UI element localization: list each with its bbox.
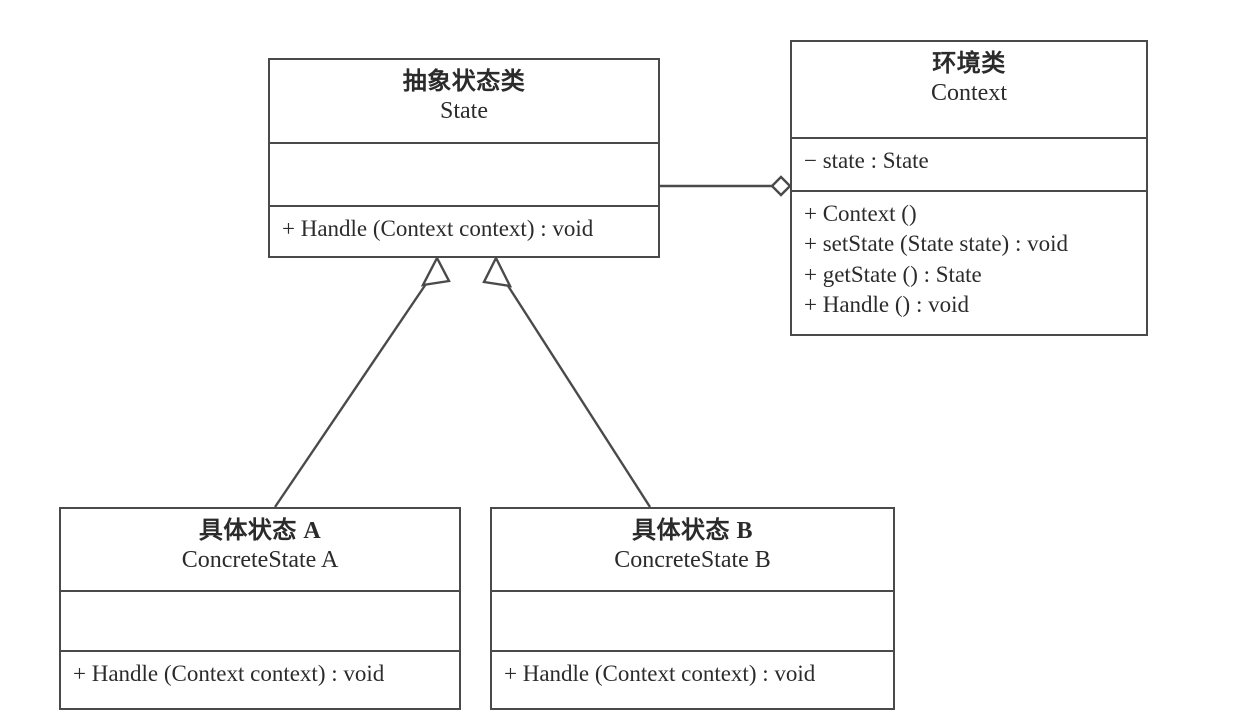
method-item: + Handle () : void	[804, 292, 969, 318]
class-box-context[interactable]: 环境类 Context − state : State + Context ()…	[790, 40, 1148, 336]
method-item: + setState (State state) : void	[804, 231, 1068, 257]
class-methods-concrete-state-a: + Handle (Context context) : void	[61, 650, 459, 708]
class-name-cn: 具体状态 B	[631, 518, 753, 544]
class-header-concrete-state-b: 具体状态 B ConcreteState B	[492, 509, 893, 590]
class-name-cn: 具体状态 A	[198, 518, 322, 544]
hollow-diamond-icon	[770, 175, 792, 197]
class-methods-state: + Handle (Context context) : void	[270, 205, 658, 260]
class-name-cn: 抽象状态类	[402, 69, 526, 95]
class-header-state: 抽象状态类 State	[270, 60, 658, 142]
class-attributes-concrete-state-a	[61, 590, 459, 650]
class-attributes-concrete-state-b	[492, 590, 893, 650]
class-box-state[interactable]: 抽象状态类 State + Handle (Context context) :…	[268, 58, 660, 258]
attribute-item: − state : State	[804, 148, 929, 173]
class-name-cn: 环境类	[932, 51, 1006, 77]
method-item: + getState () : State	[804, 261, 982, 287]
class-box-concrete-state-a[interactable]: 具体状态 A ConcreteState A + Handle (Context…	[59, 507, 461, 710]
method-item: + Handle (Context context) : void	[504, 661, 816, 686]
class-header-concrete-state-a: 具体状态 A ConcreteState A	[61, 509, 459, 590]
method-item: + Handle (Context context) : void	[73, 661, 385, 686]
method-item: + Context ()	[804, 201, 917, 226]
method-item: + Handle (Context context) : void	[282, 216, 594, 241]
class-methods-context: + Context () + setState (State state) : …	[792, 190, 1146, 338]
class-methods-concrete-state-b: + Handle (Context context) : void	[492, 650, 893, 708]
hollow-triangle-icon	[482, 255, 513, 288]
generalization-edge-concretestate-a	[274, 255, 451, 508]
class-attributes-state	[270, 142, 658, 205]
class-name-en: ConcreteState B	[614, 547, 771, 574]
class-box-concrete-state-b[interactable]: 具体状态 B ConcreteState B + Handle (Context…	[490, 507, 895, 710]
generalization-edge-concretestate-b	[482, 255, 652, 508]
generalization-line-a	[274, 277, 431, 508]
generalization-line-b	[501, 277, 652, 508]
aggregation-edge-context-state	[660, 175, 792, 197]
class-name-en: ConcreteState A	[181, 547, 339, 574]
class-name-en: Context	[931, 80, 1007, 107]
class-name-en: State	[440, 98, 488, 125]
hollow-triangle-icon	[420, 255, 451, 287]
class-attributes-context: − state : State	[792, 137, 1146, 190]
class-header-context: 环境类 Context	[792, 42, 1146, 137]
